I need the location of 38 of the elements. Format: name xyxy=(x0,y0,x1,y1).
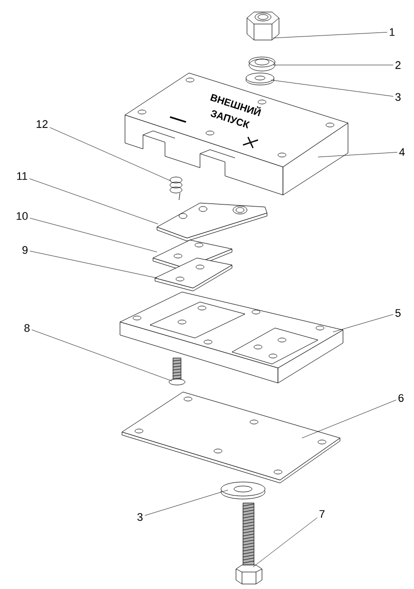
callout-number: 12 xyxy=(36,120,48,128)
callout-number: 11 xyxy=(17,172,28,180)
callout-number: 1 xyxy=(390,28,395,36)
leader-line xyxy=(252,517,318,568)
callout-number: 9 xyxy=(22,246,28,254)
leader-line xyxy=(144,490,228,516)
base-plate-drawing xyxy=(120,292,344,384)
callout-number: 8 xyxy=(24,324,30,332)
spring-washer-drawing xyxy=(248,56,276,72)
leader-line xyxy=(272,32,388,38)
leader-line xyxy=(332,314,394,332)
leader-line xyxy=(302,400,396,438)
washer-drawing xyxy=(246,72,274,86)
leader-line xyxy=(32,330,172,382)
leader-line xyxy=(50,127,172,182)
callout-number: 7 xyxy=(320,510,324,518)
leader-line xyxy=(30,250,158,278)
plate-drawing xyxy=(154,258,232,292)
bolt-drawing xyxy=(236,502,262,584)
contact-plate-drawing xyxy=(156,202,268,242)
nut-drawing xyxy=(246,12,280,40)
callout-number: 3 xyxy=(395,93,401,101)
callout-number: 2 xyxy=(396,61,400,69)
callout-number: 6 xyxy=(398,394,404,402)
callout-number: 4 xyxy=(399,148,405,156)
callout-number: 10 xyxy=(16,212,28,220)
spring-drawing xyxy=(170,176,182,200)
screw-drawing xyxy=(168,358,186,386)
leader-line xyxy=(30,218,158,252)
leader-line xyxy=(270,80,394,97)
cover-drawing xyxy=(124,72,348,196)
leader-line xyxy=(318,152,398,158)
callout-number: 5 xyxy=(395,309,401,317)
leader-line xyxy=(29,178,158,224)
plate-drawing xyxy=(122,392,340,484)
leader-line xyxy=(272,64,394,66)
washer-drawing xyxy=(220,482,266,500)
callout-number: 3 xyxy=(137,513,143,521)
